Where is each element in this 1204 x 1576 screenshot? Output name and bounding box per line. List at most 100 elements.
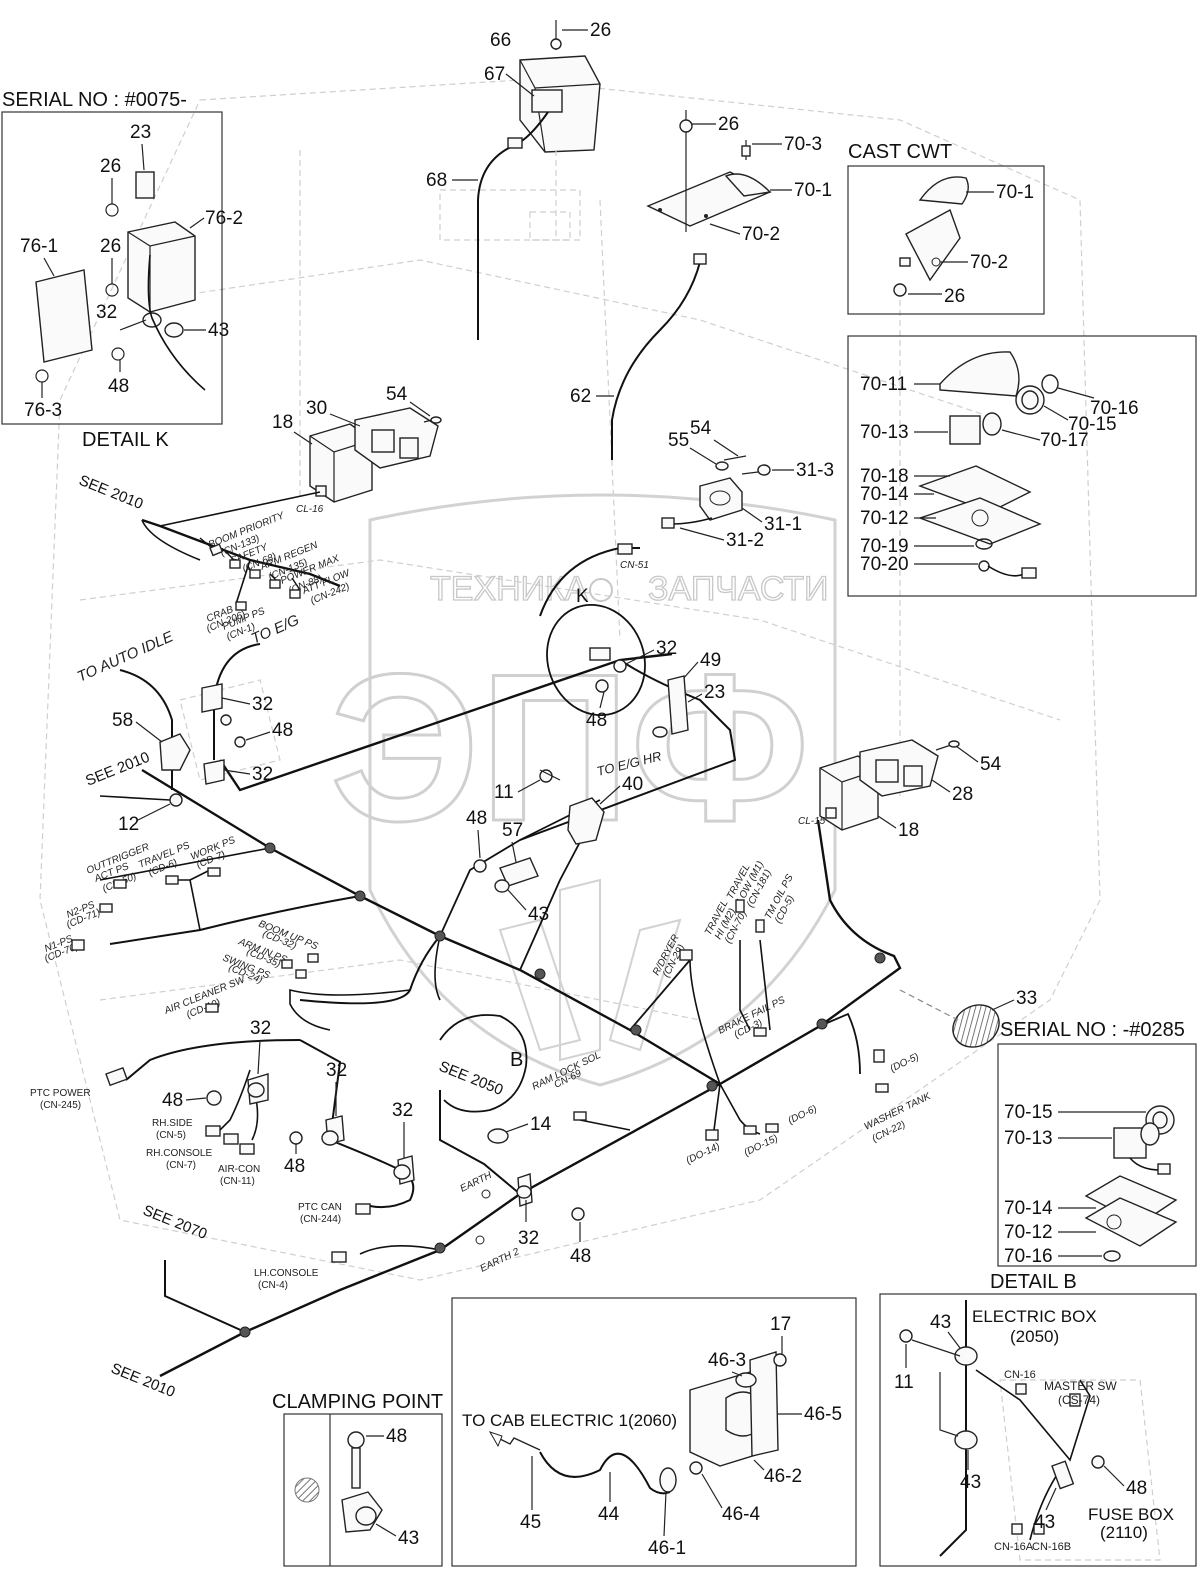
relay-23-main [667, 675, 689, 735]
conn-ptc-power-ref: (CN-245) [40, 1100, 81, 1111]
conn-rh-console: RH.CONSOLE [146, 1148, 212, 1159]
electric-box-cn16b: CN-16B [1032, 1541, 1071, 1553]
label-70-19: 70-19 [860, 536, 909, 557]
clamping-point-frame [283, 1413, 443, 1567]
label-b-70-12: 70-12 [1004, 1222, 1053, 1243]
label-28: 28 [952, 784, 973, 805]
lamp-cover-70-11 [939, 351, 1020, 397]
label-eb-11: 11 [894, 1372, 914, 1393]
label-70-14: 70-14 [860, 484, 909, 505]
cast-cwt-title: CAST CWT [848, 141, 952, 163]
base-70-12 [917, 497, 1042, 545]
watermark-text-2: ЗАПЧАСТИ [648, 570, 829, 608]
watermark: ТЕХНИКА ЗАПЧАСТИ ЭПФ [329, 493, 837, 1087]
label-eb-43-mid: 43 [960, 1472, 981, 1493]
watermark-text-1: ТЕХНИКА [430, 570, 588, 608]
label-cab-46-2: 46-2 [764, 1466, 802, 1487]
label-31-2: 31-2 [726, 530, 764, 551]
conn-lh-console-ref: (CN-4) [258, 1280, 288, 1291]
conn-ptc-power: PTC POWER [30, 1088, 91, 1099]
label-cab-46-1: 46-1 [648, 1538, 686, 1559]
label-32-lower-c: 32 [392, 1100, 413, 1121]
label-cab-17: 17 [770, 1314, 791, 1335]
label-48-center: 48 [466, 808, 487, 829]
conn-do15: (DO-15) [742, 1133, 779, 1159]
cwt-plate-70-2 [905, 208, 961, 282]
cab-electric-frame [451, 1297, 857, 1567]
conn-rh-side-ref: (CN-5) [156, 1130, 186, 1141]
label-54-lamp: 54 [690, 418, 712, 439]
label-eb-43-bottom: 43 [1034, 1512, 1055, 1533]
label-26-top: 26 [590, 20, 611, 41]
label-to-auto-idle: TO AUTO IDLE [75, 628, 177, 686]
label-32-lower-b: 32 [326, 1060, 347, 1081]
label-70-2: 70-2 [742, 224, 780, 245]
cast-cwt-frame [847, 165, 1045, 315]
conn-earth-2: EARTH 2 [478, 1246, 521, 1275]
harness-clamp-dots [239, 842, 886, 1338]
cast-cwt-panel: CAST CWT 70-1 70-2 26 [847, 141, 1045, 315]
label-cwt-70-2: 70-2 [970, 252, 1008, 273]
electric-box-frame [879, 1293, 1197, 1567]
detail-b-title: DETAIL B [990, 1271, 1077, 1293]
wire-right-branch [719, 819, 902, 1086]
label-30: 30 [306, 398, 327, 419]
detail-k-title: DETAIL K [82, 429, 169, 451]
label-48-k: 48 [586, 710, 607, 731]
label-67: 67 [484, 64, 505, 85]
label-32-left-a: 32 [252, 694, 273, 715]
connector-cl15: CL-15 [798, 816, 826, 827]
label-18-top: 18 [272, 412, 293, 433]
relay-23 [135, 171, 155, 199]
label-12: 12 [118, 814, 139, 835]
label-70-11: 70-11 [860, 374, 907, 395]
label-70-17: 70-17 [1040, 430, 1089, 451]
label-62: 62 [570, 386, 591, 407]
conn-do6: (DO-6) [786, 1103, 818, 1126]
detail-k-frame [1, 111, 223, 425]
label-31-3: 31-3 [796, 460, 834, 481]
label-cab-46-5: 46-5 [804, 1404, 842, 1425]
label-70-3: 70-3 [784, 134, 822, 155]
label-57: 57 [502, 820, 523, 841]
label-b-70-14: 70-14 [1004, 1198, 1053, 1219]
label-detail-k-26b: 26 [100, 236, 121, 257]
lamp-exploded-frame [847, 335, 1197, 597]
label-54-top: 54 [386, 384, 408, 405]
label-54-right: 54 [980, 754, 1002, 775]
label-b-70-15: 70-15 [1004, 1102, 1053, 1123]
wire-lower-trunk [159, 1082, 721, 1378]
watermark-gear-icon [589, 578, 613, 602]
relay-group-right: 54 28 18 CL-15 [798, 739, 1002, 841]
label-66: 66 [490, 30, 511, 51]
detail-b-callout: B SEE 2050 14 32 48 [437, 1014, 591, 1267]
label-b-70-16: 70-16 [1004, 1246, 1053, 1267]
conn-air-con-ref: (CN-11) [220, 1176, 255, 1187]
label-detail-k-76-1: 76-1 [20, 236, 58, 257]
connector-cn51: CN-51 [620, 560, 649, 571]
label-43-center: 43 [528, 904, 549, 925]
label-49: 49 [700, 650, 721, 671]
cover-plate-76-1 [35, 269, 93, 363]
cab-electric-title: TO CAB ELECTRIC 1(2060) [462, 1411, 677, 1430]
lower-left-clamps: 32 48 32 48 32 [162, 1018, 415, 1185]
cwt-lamp-assembly: 26 70-3 70-1 70-2 62 [570, 110, 832, 460]
label-70-12: 70-12 [860, 508, 909, 529]
relay-bracket-76-2 [127, 221, 196, 313]
connector-plugs [71, 543, 889, 1263]
label-detail-k-23: 23 [130, 122, 151, 143]
label-70-15: 70-15 [1068, 414, 1117, 435]
bracket-46-5 [749, 1351, 779, 1457]
detail-k-callout: K 32 49 23 48 CN-51 [546, 543, 725, 738]
detail-b-panel: SERIAL NO : -#0285 DETAIL B 70-15 70-13 … [990, 1019, 1197, 1293]
label-58: 58 [112, 710, 133, 731]
oring-70-16 [1041, 374, 1059, 394]
detail-b-frame [997, 1043, 1197, 1267]
wire-cross-1 [219, 652, 673, 792]
relay-28 [859, 739, 939, 797]
rear-lamp-assembly: 66 26 67 68 [426, 20, 611, 340]
clamping-point-title: CLAMPING POINT [272, 1391, 443, 1413]
conn-do5: (DO-5) [888, 1051, 920, 1074]
label-70-20: 70-20 [860, 554, 909, 575]
label-detail-k-76-3: 76-3 [24, 400, 62, 421]
